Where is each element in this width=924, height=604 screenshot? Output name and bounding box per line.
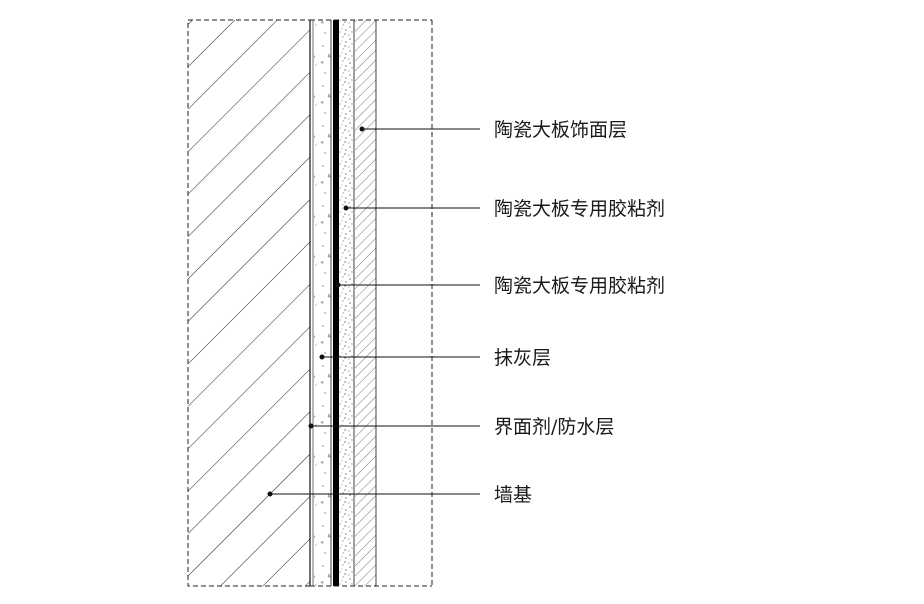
leader-adhesive-2: [335, 282, 480, 288]
leader-adhesive-1: [343, 205, 480, 211]
leader-interface-waterproof: [308, 423, 480, 429]
leader-ceramic-facing: [359, 126, 480, 132]
plaster-layer: [314, 20, 332, 586]
label-ceramic-facing: 陶瓷大板饰面层: [494, 119, 627, 141]
leader-plaster: [319, 354, 480, 360]
section-boundary: [310, 19, 433, 587]
adhesive-speckled-layer: [339, 20, 355, 586]
label-plaster: 抹灰层: [494, 347, 551, 369]
adhesive-membrane-layer: [333, 20, 339, 586]
interface-waterproof-layer: [309, 20, 314, 586]
ceramic-facing-layer: [355, 20, 377, 586]
wall-base-layer: [187, 19, 311, 587]
label-interface-waterproof: 界面剂/防水层: [494, 416, 614, 438]
label-wall-base: 墙基: [494, 484, 532, 506]
label-adhesive-1: 陶瓷大板专用胶粘剂: [494, 198, 665, 220]
label-adhesive-2: 陶瓷大板专用胶粘剂: [494, 275, 665, 297]
leader-wall-base: [267, 491, 480, 497]
